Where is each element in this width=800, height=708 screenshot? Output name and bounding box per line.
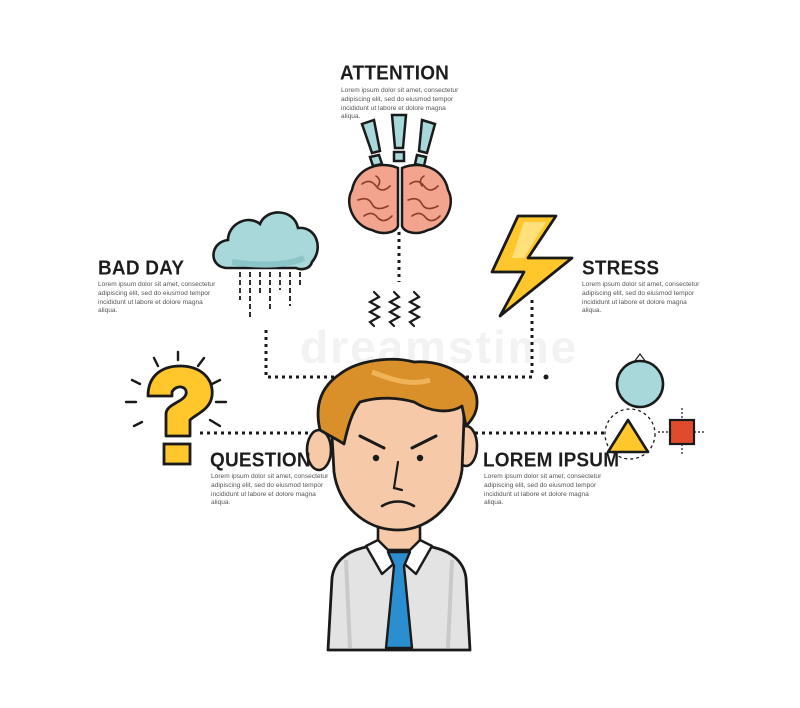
connector-lines [200, 232, 606, 435]
circle-shape [615, 359, 665, 409]
attention-description: Lorem ipsum dolor sit amet, consectetur … [341, 87, 459, 121]
tie [384, 550, 414, 650]
bad-day-description: Lorem ipsum dolor sit amet, consectetur … [98, 281, 216, 315]
exclamation-icon [360, 113, 437, 168]
lorem-ipsum-description: Lorem ipsum dolor sit amet, consectetur … [484, 473, 602, 507]
businessman-icon [305, 357, 479, 652]
stress-description: Lorem ipsum dolor sit amet, consectetur … [582, 281, 700, 315]
question-description: Lorem ipsum dolor sit amet, consectetur … [211, 473, 329, 507]
square-shape [668, 418, 696, 446]
lightning-bolt-icon [490, 214, 574, 318]
triangle-shape [606, 418, 650, 454]
question-mark-icon [124, 350, 228, 466]
connector-stress [456, 300, 534, 379]
stress-waves [367, 290, 422, 328]
question-label: QUESTION [210, 449, 311, 472]
bad-day-label: BAD DAY [98, 257, 185, 280]
cloud-icon [212, 211, 319, 318]
stress-label: STRESS [582, 257, 660, 280]
shapes-icon [604, 353, 704, 460]
lorem-ipsum-label: LOREM IPSUM [483, 449, 620, 472]
rain-lines [239, 272, 301, 318]
brain-icon [347, 113, 453, 235]
connector-bad-day [264, 330, 346, 379]
attention-label: ATTENTION [340, 62, 450, 85]
